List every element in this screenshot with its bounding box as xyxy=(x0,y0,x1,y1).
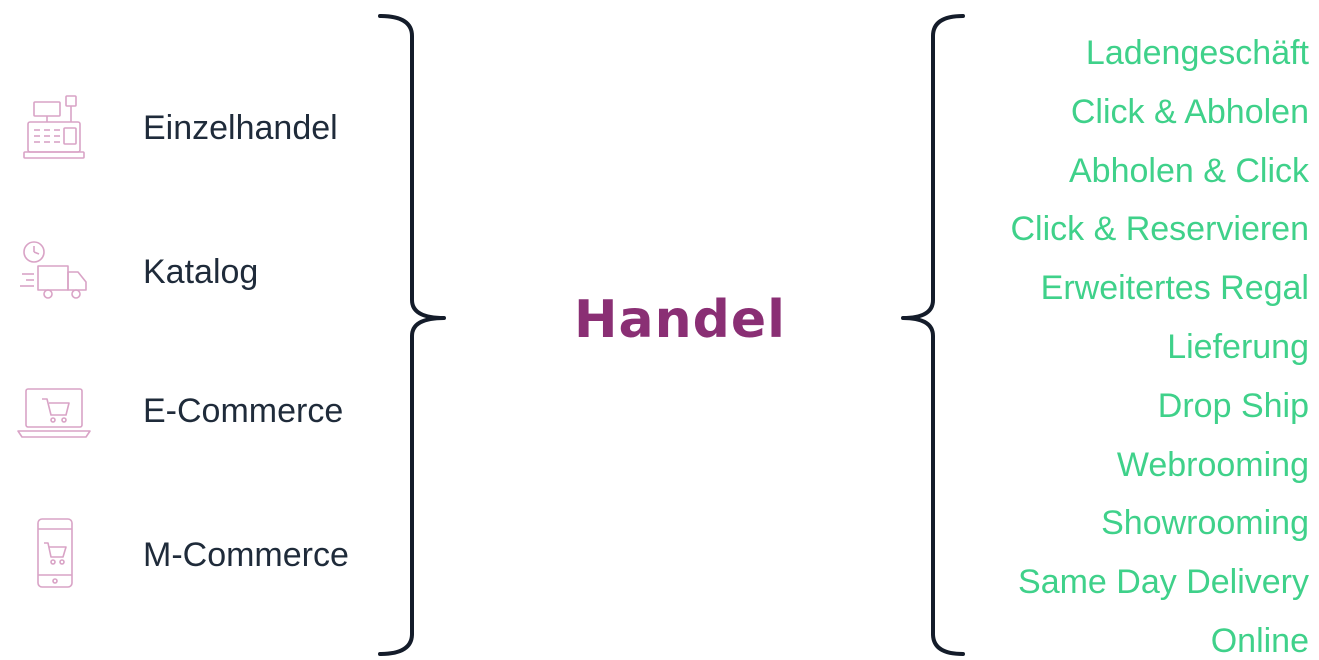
right-list-item: Showrooming xyxy=(1101,504,1309,543)
phone-cart-icon xyxy=(14,515,94,595)
right-curly-bracket xyxy=(901,14,965,656)
left-curly-bracket xyxy=(378,14,446,656)
left-item-m-commerce: M-Commerce xyxy=(0,505,400,605)
left-label: E-Commerce xyxy=(143,392,344,430)
right-list-item: Same Day Delivery xyxy=(1018,563,1309,602)
left-item-e-commerce: E-Commerce xyxy=(0,361,400,461)
right-list-item: Ladengeschäft xyxy=(1085,34,1309,72)
left-label: Einzelhandel xyxy=(143,109,338,147)
right-list-item: Click & Reservieren xyxy=(1010,210,1309,249)
right-list-item: Drop Ship xyxy=(1157,386,1309,425)
right-list-item: Webrooming xyxy=(1116,445,1309,484)
left-item-einzelhandel: Einzelhandel xyxy=(0,78,400,178)
right-list-item: Click & Abholen xyxy=(1070,92,1309,131)
delivery-truck-clock-icon xyxy=(14,232,94,312)
cash-register-icon xyxy=(14,88,94,168)
left-label: M-Commerce xyxy=(143,536,349,574)
right-list: Ladengeschäft Click & Abholen Abholen & … xyxy=(909,30,1309,660)
right-list-item: Abholen & Click xyxy=(1068,151,1309,190)
center-title: Handel xyxy=(574,290,786,350)
left-item-katalog: Katalog xyxy=(0,222,400,322)
laptop-cart-icon xyxy=(14,371,94,451)
right-list-item: Lieferung xyxy=(1167,327,1309,366)
left-label: Katalog xyxy=(143,253,259,291)
right-list-item: Online xyxy=(1210,621,1309,660)
right-list-item: Erweitertes Regal xyxy=(1040,269,1309,308)
